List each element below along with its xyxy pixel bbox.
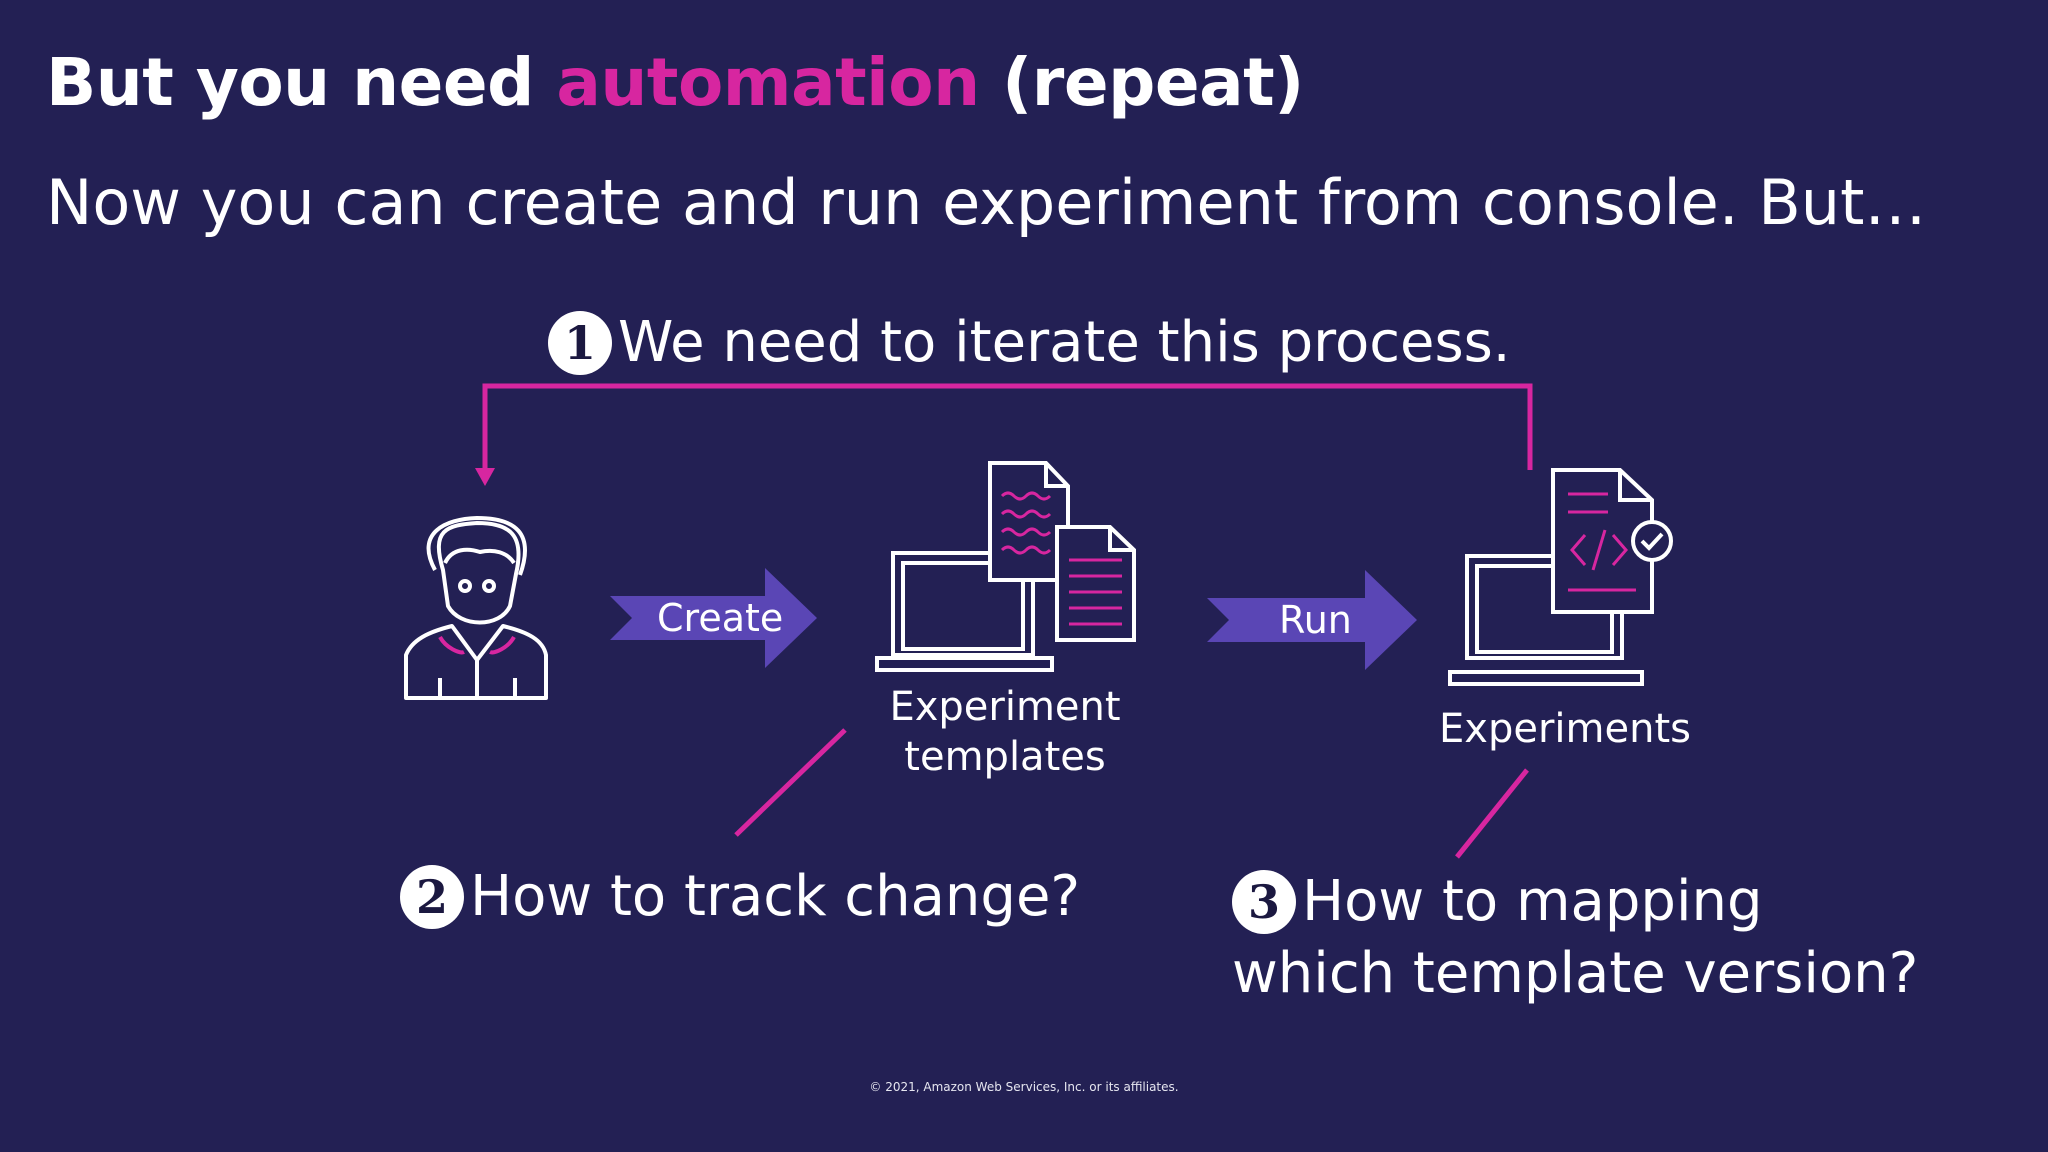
note1-badge: 1 <box>548 310 612 375</box>
templates-label: Experiment templates <box>860 682 1150 782</box>
note3-connector <box>1455 768 1529 859</box>
title-accent: automation <box>556 44 980 121</box>
note3-line2: which template version? <box>1232 941 1919 1006</box>
laptop-icon <box>875 551 1054 672</box>
templates-label-line2: templates <box>904 734 1106 780</box>
note-mapping: 3 How to mapping which template version? <box>1232 866 1918 1010</box>
note2-badge: 2 <box>400 864 464 929</box>
iteration-loop-arrow <box>475 383 1533 486</box>
title-prefix: But you need <box>46 44 557 121</box>
create-label: Create <box>657 596 784 640</box>
user-icon <box>404 516 548 700</box>
create-arrow <box>610 568 817 668</box>
title-suffix: (repeat) <box>979 44 1304 121</box>
note2-text: How to track change? <box>470 864 1081 929</box>
run-arrow <box>1207 570 1417 670</box>
slide-subtitle: Now you can create and run experiment fr… <box>46 166 1927 239</box>
note-iterate: 1 We need to iterate this process. <box>548 310 1511 375</box>
slide-title: But you need automation (repeat) <box>46 44 1304 121</box>
note1-text: We need to iterate this process. <box>618 310 1511 375</box>
experiments-label: Experiments <box>1439 706 1691 752</box>
check-circle-icon <box>1631 520 1673 562</box>
copyright-footer: © 2021, Amazon Web Services, Inc. or its… <box>869 1080 1179 1094</box>
document-icon <box>988 461 1136 642</box>
templates-label-line1: Experiment <box>889 684 1121 730</box>
run-label: Run <box>1279 598 1352 642</box>
note-track-change: 2 How to track change? <box>400 864 1080 929</box>
note3-line1: How to mapping <box>1302 869 1763 934</box>
note2-connector <box>734 728 847 837</box>
note3-badge: 3 <box>1232 870 1296 934</box>
